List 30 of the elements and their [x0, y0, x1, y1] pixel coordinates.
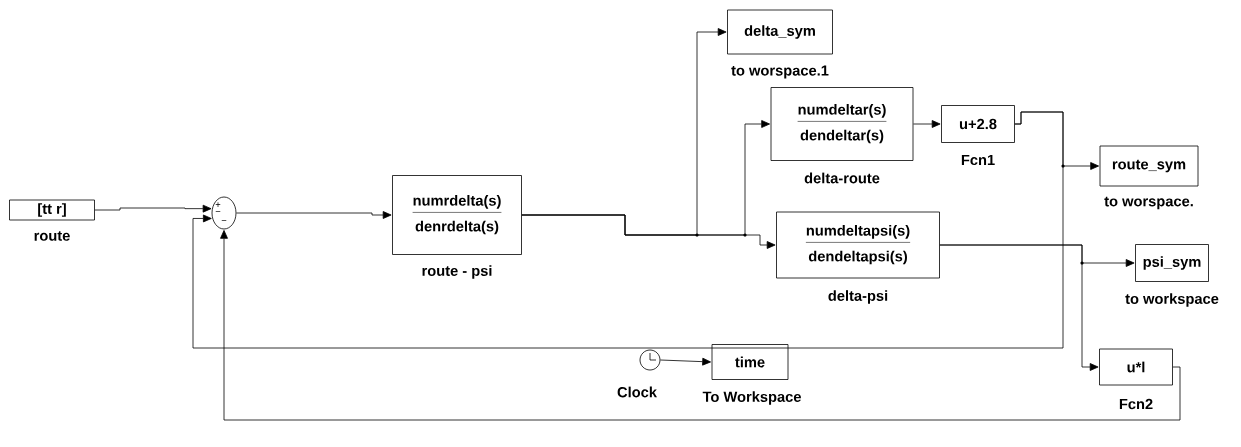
- arrow: [192, 111, 1064, 349]
- transfer-function-box: numdeltapsi(s) dendeltapsi(s): [776, 211, 940, 279]
- block-box: delta_sym: [727, 9, 833, 55]
- block-box: route_sym: [1099, 145, 1199, 187]
- block-label: to worspace.: [1104, 196, 1193, 210]
- block-box: time: [711, 344, 789, 380]
- block-label: to workspace: [1125, 293, 1219, 307]
- block-box: psi_sym: [1135, 244, 1209, 282]
- clock-icon: [639, 349, 661, 371]
- arrow: [236, 211, 392, 219]
- arrow: [913, 120, 941, 128]
- arrow: [939, 244, 1099, 371]
- transfer-function-box: numdeltar(s) dendeltar(s): [770, 87, 914, 161]
- block-label: Fcn2: [1119, 398, 1153, 410]
- block-box: u*l: [1099, 348, 1173, 386]
- arrow: [220, 230, 1181, 421]
- arrow: [521, 214, 776, 249]
- block-label: Clock: [617, 386, 657, 398]
- block-label: route - psi: [422, 265, 492, 279]
- block-label: delta-psi: [828, 290, 888, 304]
- arrow: [94, 204, 212, 213]
- block-label: To Workspace: [702, 391, 801, 405]
- block-box: [tt r]: [9, 199, 95, 221]
- block-box: u+2.8: [941, 105, 1015, 143]
- block-label: Fcn1: [961, 154, 995, 166]
- transfer-function-box: numrdelta(s) denrdelta(s): [392, 175, 522, 255]
- block-label: to worspace.1: [731, 65, 829, 79]
- arrow: [660, 357, 711, 366]
- block-label: delta-route: [804, 172, 880, 184]
- block-label: route: [34, 231, 70, 241]
